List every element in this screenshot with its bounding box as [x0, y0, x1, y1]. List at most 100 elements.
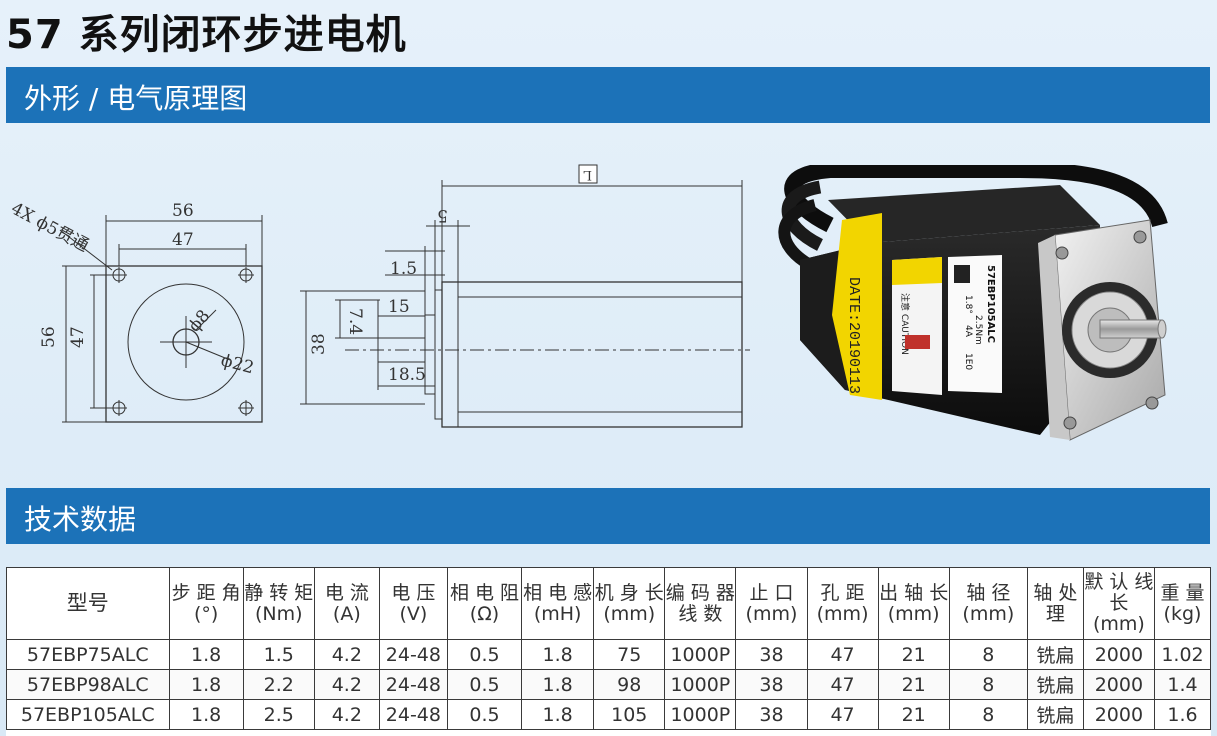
table-cell: 1.8: [521, 699, 595, 730]
table-cell: 4.2: [313, 639, 380, 670]
table-cell: 47: [806, 669, 879, 700]
table-cell: 57EBP105ALC: [6, 699, 170, 730]
table-cell: 57EBP98ALC: [6, 669, 170, 700]
table-cell: 铣扁: [1026, 639, 1084, 670]
table-cell: 47: [806, 639, 879, 670]
table-cell: 38: [735, 669, 808, 700]
table-cell: 1000P: [664, 669, 737, 700]
table-cell: 8: [948, 669, 1028, 700]
length-label: L: [583, 167, 592, 182]
table-cell: 21: [877, 669, 950, 700]
col-header: 重 量 (kg): [1153, 567, 1212, 640]
col-header: 步 距 角 (°): [168, 567, 244, 640]
table-cell: 105: [593, 699, 666, 730]
table-cell: 1.8: [521, 669, 595, 700]
flat-depth-label: 7.4: [345, 308, 365, 335]
table-cell: 2000: [1082, 639, 1155, 670]
height-outer-label: 56: [39, 326, 59, 348]
table-header-row: 型号 步 距 角 (°) 静 转 矩 (Nm) 电 流 (A) 电 压 (V) …: [6, 567, 1212, 640]
table-cell: 0.5: [446, 669, 523, 700]
table-cell: 0.5: [446, 639, 523, 670]
table-cell: 1000P: [664, 639, 737, 670]
hole-note-label: 4X ϕ5贯通: [8, 199, 92, 256]
svg-text:2.5Nm: 2.5Nm: [973, 315, 983, 345]
side-view-drawing: [300, 180, 750, 428]
table-cell: 21: [877, 699, 950, 730]
col-header: 型号: [6, 567, 170, 640]
col-header: 编 码 器 线 数: [664, 567, 737, 640]
table-cell: 2.5: [242, 699, 315, 730]
table-row: 57EBP98ALC 1.8 2.2 4.2 24-48 0.5 1.8 98 …: [6, 669, 1212, 700]
section-title-tech: 技术数据: [24, 503, 137, 536]
col-header: 相 电 感 (mH): [521, 567, 595, 640]
col-header: 电 压 (V): [378, 567, 448, 640]
table-cell: 1000P: [664, 699, 737, 730]
col-header: 轴 径 (mm): [948, 567, 1028, 640]
col-header: 孔 距 (mm): [806, 567, 879, 640]
table-cell: 24-48: [378, 669, 448, 700]
table-cell: 4.2: [313, 699, 380, 730]
boss-diameter-label: ϕ22: [219, 351, 256, 379]
table-cell: 1.8: [168, 699, 244, 730]
col-header: 静 转 矩 (Nm): [242, 567, 315, 640]
dimension-drawings: 4X ϕ5贯通 56 47 56 47 ϕ8 ϕ22: [8, 164, 750, 428]
table-row: 57EBP75ALC 1.8 1.5 4.2 24-48 0.5 1.8 75 …: [6, 639, 1212, 670]
table-cell: 铣扁: [1026, 699, 1084, 730]
table-cell: 1.5: [242, 639, 315, 670]
section-header-outline: 外形 / 电气原理图: [6, 67, 1210, 123]
motor-photo: DATE:20190113 注意 CAUTION 57EBP105ALC 1.8…: [778, 165, 1168, 441]
table-cell: 24-48: [378, 699, 448, 730]
section-header-tech: 技术数据: [6, 488, 1210, 544]
table-cell: 1.02: [1153, 639, 1212, 670]
table-cell: 8: [948, 639, 1028, 670]
table-cell: 1.8: [168, 669, 244, 700]
table-cell: 98: [593, 669, 666, 700]
table-cell: 47: [806, 699, 879, 730]
table-row: 57EBP105ALC 1.8 2.5 4.2 24-48 0.5 1.8 10…: [6, 699, 1212, 730]
table-cell: 1.4: [1153, 669, 1212, 700]
width-outer-label: 56: [172, 201, 194, 221]
table-cell: 1.8: [168, 639, 244, 670]
table-cell: 21: [877, 639, 950, 670]
col-header: 默 认 线 长 (mm): [1082, 567, 1155, 640]
table-cell: 38: [735, 639, 808, 670]
page-title: 57 系列闭环步进电机: [6, 12, 407, 58]
flange-screw-icon: [1055, 230, 1159, 430]
table-cell: 1.8: [521, 639, 595, 670]
table-cell: 75: [593, 639, 666, 670]
col-header: 电 流 (A): [313, 567, 380, 640]
date-code-label: DATE:20190113: [845, 277, 862, 394]
table-cell: 4.2: [313, 669, 380, 700]
shaft-length-label: 18.5: [388, 365, 426, 385]
shaft-diameter-label: ϕ8: [185, 306, 215, 336]
col-header: 相 电 阻 (Ω): [446, 567, 523, 640]
table-cell: 2000: [1082, 699, 1155, 730]
svg-text:57EBP105ALC: 57EBP105ALC: [985, 265, 996, 343]
table-cell: 2000: [1082, 669, 1155, 700]
section-title-outline: 外形 / 电气原理图: [24, 82, 248, 115]
caution-label: 注意 CAUTION: [892, 257, 942, 395]
table-cell: 铣扁: [1026, 669, 1084, 700]
svg-text:4A: 4A: [963, 325, 973, 338]
spec-label: 57EBP105ALC 1.8° 2.5Nm 4A 1E0: [948, 255, 1002, 393]
height-inner-label: 47: [68, 326, 88, 348]
shaft-flat-label: 15: [388, 297, 410, 317]
table-cell: 2.2: [242, 669, 315, 700]
table-cell: 24-48: [378, 639, 448, 670]
boss-dia-label: 38: [309, 333, 329, 355]
boss-thickness-label: 1.5: [390, 259, 417, 279]
svg-text:1.8°: 1.8°: [963, 295, 973, 314]
table-cell: 38: [735, 699, 808, 730]
spec-table: 型号 步 距 角 (°) 静 转 矩 (Nm) 电 流 (A) 电 压 (V) …: [6, 567, 1212, 730]
col-header: 出 轴 长 (mm): [877, 567, 950, 640]
front-view-drawing: [59, 215, 263, 423]
table-cell: 0.5: [446, 699, 523, 730]
col-header: 轴 处 理: [1026, 567, 1084, 640]
col-header: 机 身 长 (mm): [593, 567, 666, 640]
motor-shaft: [1099, 319, 1167, 339]
spec-table-wrapper: 型号 步 距 角 (°) 静 转 矩 (Nm) 电 流 (A) 电 压 (V) …: [6, 567, 1212, 736]
svg-text:1E0: 1E0: [963, 353, 973, 370]
col-header: 止 口 (mm): [735, 567, 808, 640]
table-cell: 8: [948, 699, 1028, 730]
table-cell: 1.6: [1153, 699, 1212, 730]
